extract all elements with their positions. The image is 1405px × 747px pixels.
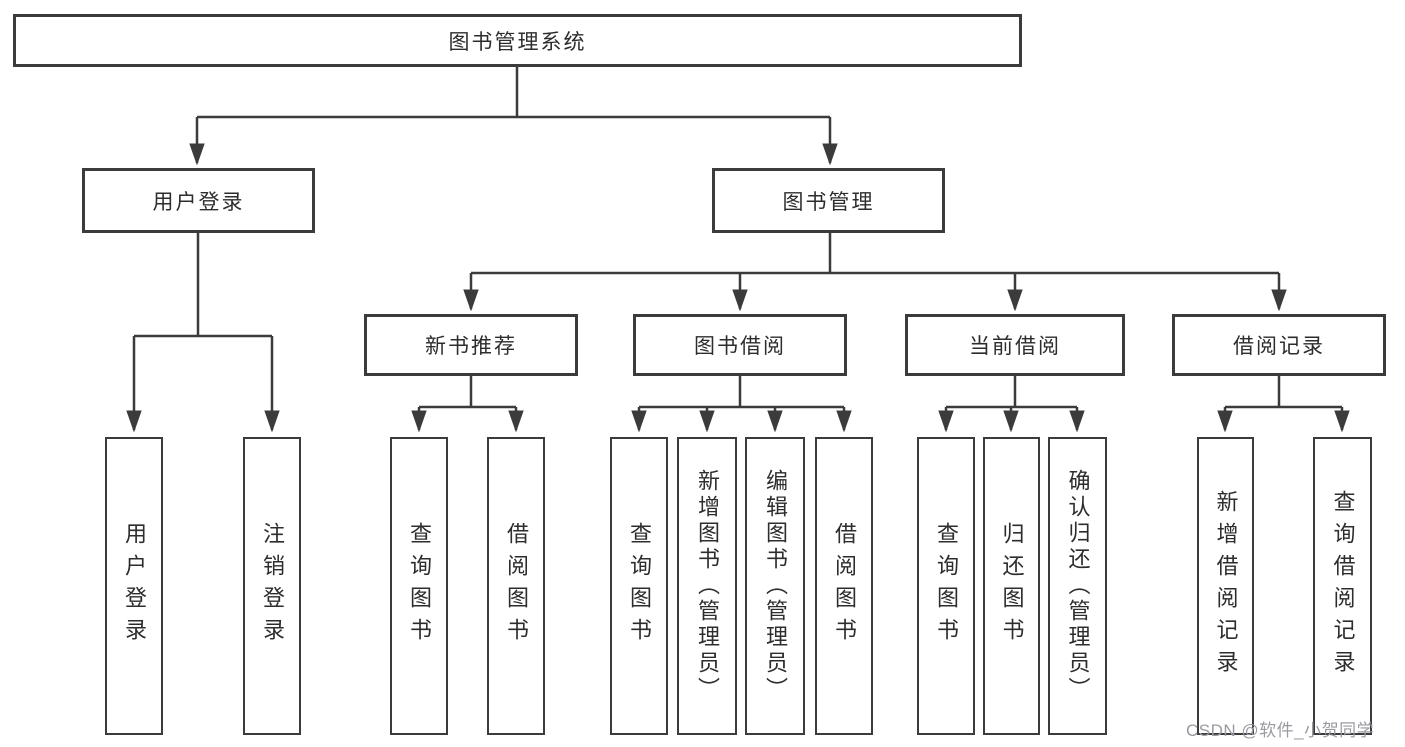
- node-leaf-bb-add-books-admin: 新增图书（管理员）: [677, 437, 737, 735]
- node-current-borrowing-label: 当前借阅: [969, 335, 1061, 358]
- node-book-borrowing-label: 图书借阅: [694, 335, 786, 358]
- node-leaf-cb-return-books-label: 归还图书: [999, 522, 1025, 650]
- node-root: 图书管理系统: [13, 14, 1022, 67]
- node-leaf-nbr-borrow-books: 借阅图书: [487, 437, 545, 735]
- node-root-label: 图书管理系统: [448, 30, 587, 54]
- node-leaf-br-add-record-label: 新增借阅记录: [1213, 490, 1239, 682]
- node-leaf-bb-edit-books-admin: 编辑图书（管理员）: [745, 437, 805, 735]
- node-leaf-logout-label: 注销登录: [260, 522, 285, 650]
- node-user-login-label: 用户登录: [152, 190, 245, 214]
- node-current-borrowing: 当前借阅: [905, 314, 1125, 376]
- node-book-management-label: 图书管理: [782, 190, 875, 214]
- node-leaf-bb-edit-books-admin-label: 编辑图书（管理员）: [763, 469, 788, 703]
- node-leaf-cb-query-books: 查询图书: [917, 437, 975, 735]
- node-leaf-bb-query-books-label: 查询图书: [627, 522, 652, 650]
- node-borrowing-records: 借阅记录: [1172, 314, 1386, 376]
- node-leaf-br-query-record: 查询借阅记录: [1313, 437, 1372, 735]
- node-leaf-cb-confirm-return-admin: 确认归还（管理员）: [1048, 437, 1107, 735]
- node-leaf-nbr-query-books: 查询图书: [390, 437, 448, 735]
- node-leaf-user-login-label: 用户登录: [122, 522, 147, 650]
- node-leaf-br-add-record: 新增借阅记录: [1197, 437, 1254, 735]
- csdn-watermark: CSDN @软件_小贺同学: [1186, 721, 1375, 740]
- node-leaf-nbr-query-books-label: 查询图书: [407, 522, 432, 650]
- node-leaf-cb-confirm-return-admin-label: 确认归还（管理员）: [1065, 469, 1091, 703]
- node-new-book-recommend: 新书推荐: [364, 314, 578, 376]
- node-leaf-bb-borrow-books: 借阅图书: [815, 437, 873, 735]
- node-new-book-recommend-label: 新书推荐: [425, 335, 517, 358]
- node-borrowing-records-label: 借阅记录: [1233, 335, 1325, 358]
- node-leaf-nbr-borrow-books-label: 借阅图书: [504, 522, 529, 650]
- node-leaf-bb-query-books: 查询图书: [610, 437, 668, 735]
- node-leaf-bb-add-books-admin-label: 新增图书（管理员）: [695, 469, 720, 703]
- node-book-management: 图书管理: [712, 168, 945, 233]
- node-leaf-cb-return-books: 归还图书: [983, 437, 1040, 735]
- node-leaf-cb-query-books-label: 查询图书: [934, 522, 959, 650]
- node-user-login: 用户登录: [82, 168, 315, 233]
- node-book-borrowing: 图书借阅: [633, 314, 847, 376]
- node-leaf-user-login: 用户登录: [105, 437, 163, 735]
- node-leaf-logout: 注销登录: [243, 437, 301, 735]
- node-leaf-bb-borrow-books-label: 借阅图书: [832, 522, 857, 650]
- node-leaf-br-query-record-label: 查询借阅记录: [1330, 490, 1356, 682]
